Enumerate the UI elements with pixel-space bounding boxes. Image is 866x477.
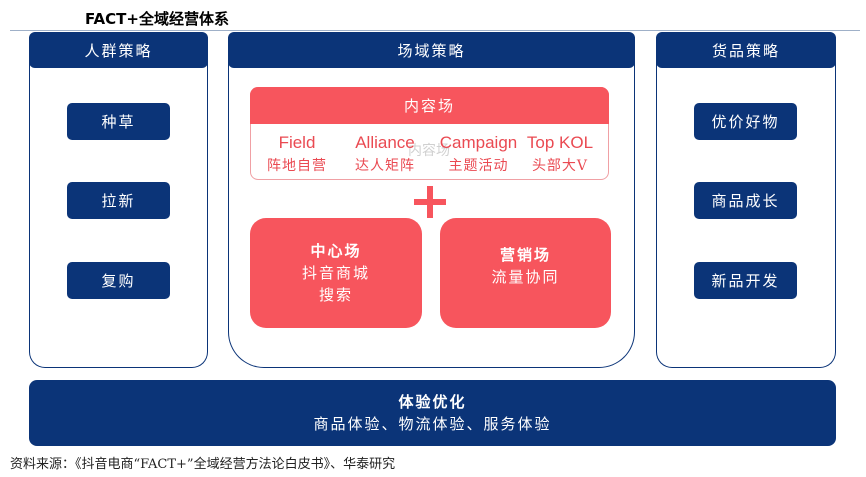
channel-strategy-header: 场域策略: [228, 32, 635, 68]
content-field-header: 内容场: [250, 87, 609, 124]
center-field-box: 中心场 抖音商城 搜索: [250, 218, 422, 328]
experience-optimization-bar: 体验优化 商品体验、物流体验、服务体验: [29, 380, 836, 446]
item-en: Field: [278, 133, 316, 152]
audience-item: 种草: [67, 103, 170, 140]
marketing-field-title: 营销场: [499, 246, 551, 264]
product-strategy-header: 货品策略: [656, 32, 836, 68]
audience-item: 拉新: [67, 182, 170, 219]
product-strategy-panel: [656, 40, 836, 368]
product-item: 新品开发: [694, 262, 797, 299]
item-cn: 主题活动: [448, 158, 509, 174]
content-field-item: Campaign 主题活动: [431, 133, 526, 175]
source-note: 资料来源：《抖音电商“FACT+”全域经营方法论白皮书》、华泰研究: [10, 457, 396, 472]
item-cn: 阵地自营: [267, 158, 327, 174]
product-item: 优价好物: [694, 103, 797, 140]
center-field-title: 中心场: [310, 242, 362, 260]
center-field-line: 搜索: [318, 286, 353, 304]
center-field-line: 抖音商城: [301, 264, 370, 282]
content-field-item: Alliance 达人矩阵: [340, 133, 430, 175]
item-en: Alliance: [355, 133, 415, 152]
product-item: 商品成长: [694, 182, 797, 219]
experience-title: 体验优化: [398, 393, 467, 411]
plus-icon: [414, 186, 446, 218]
audience-strategy-header: 人群策略: [29, 32, 208, 68]
content-field-item: Field 阵地自营: [252, 133, 342, 175]
content-field-item: Top KOL 头部大V: [515, 133, 605, 175]
audience-item: 复购: [67, 262, 170, 299]
watermark: 内容场: [408, 143, 450, 159]
channel-strategy-panel: [228, 40, 635, 368]
item-cn: 达人矩阵: [355, 158, 415, 174]
marketing-field-line: 流量协同: [491, 268, 560, 286]
marketing-field-box: 营销场 流量协同: [440, 218, 611, 328]
audience-strategy-panel: [29, 40, 208, 368]
diagram-title: FACT+全域经营体系: [85, 10, 229, 28]
experience-subtitle: 商品体验、物流体验、服务体验: [313, 415, 552, 433]
item-en: Top KOL: [526, 133, 594, 152]
title-divider: [10, 30, 860, 31]
item-cn: 头部大V: [531, 158, 589, 174]
item-en: Campaign: [439, 133, 518, 152]
